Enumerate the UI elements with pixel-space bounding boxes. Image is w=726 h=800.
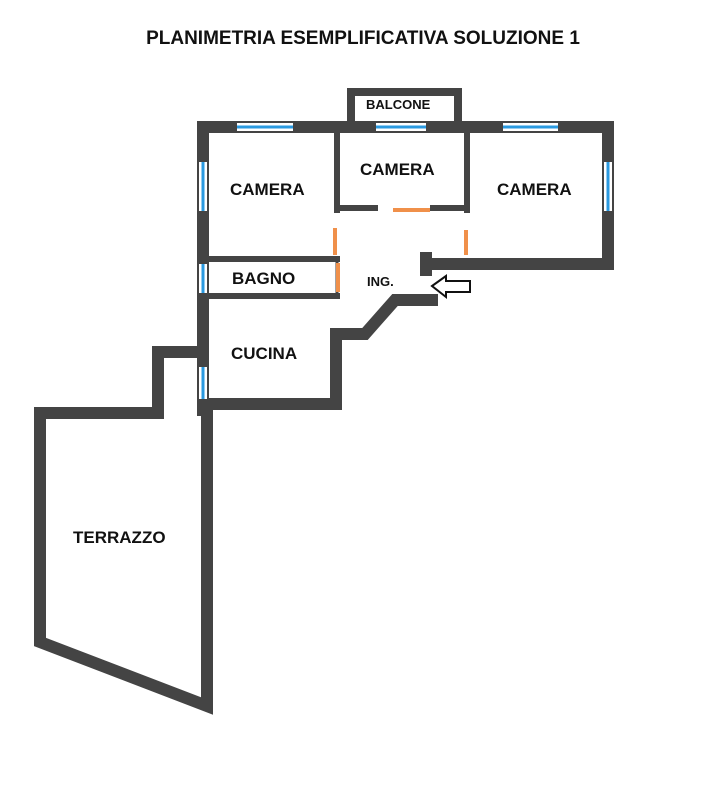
- plan-title: PLANIMETRIA ESEMPLIFICATIVA SOLUZIONE 1: [146, 28, 580, 49]
- room-label-camera-left: CAMERA: [230, 180, 305, 199]
- room-label-ingresso: ING.: [367, 274, 394, 289]
- walls: [34, 88, 614, 715]
- room-label-camera-right: CAMERA: [497, 180, 572, 199]
- room-label-bagno: BAGNO: [232, 269, 296, 288]
- room-label-cucina: CUCINA: [231, 344, 298, 363]
- outer-wall: [197, 121, 614, 416]
- cucina-wall: [197, 294, 438, 410]
- room-label-balcone: BALCONE: [366, 97, 431, 112]
- room-label-terrazzo: TERRAZZO: [73, 528, 166, 547]
- balcone-wall: [347, 88, 462, 131]
- windows: [199, 123, 612, 399]
- entrance-arrow-icon: [430, 274, 471, 300]
- terrazzo-wall: [34, 346, 213, 715]
- doors: [333, 204, 468, 292]
- room-label-camera-middle: CAMERA: [360, 160, 435, 179]
